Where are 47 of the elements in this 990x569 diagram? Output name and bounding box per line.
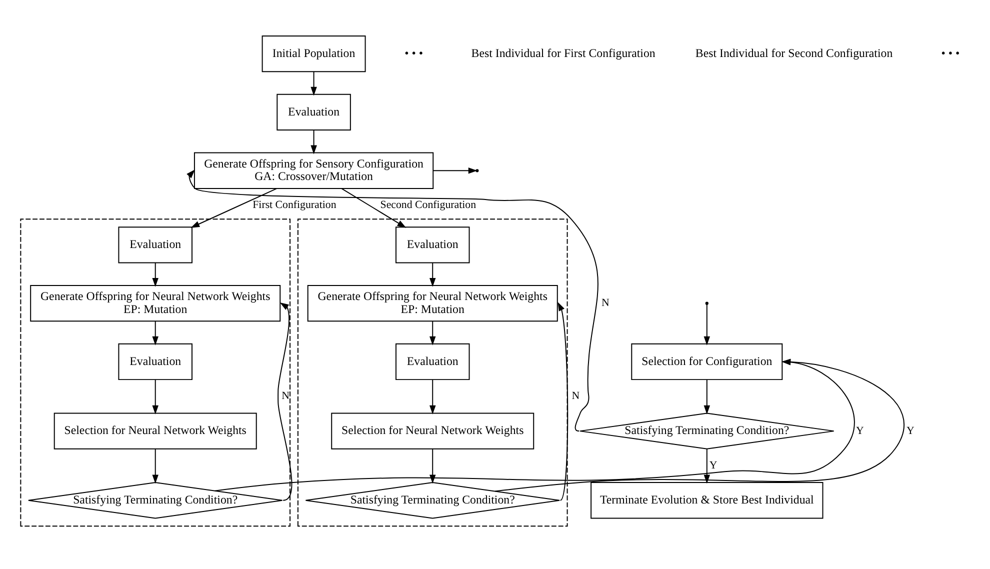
- arrow: [430, 448, 436, 484]
- label: Best Individual for First Configuration: [471, 45, 656, 60]
- arrow: [190, 188, 278, 228]
- arrow: [432, 167, 478, 174]
- arrow: [186, 169, 598, 432]
- arrow: [152, 320, 158, 345]
- edge-label: Second Configuration: [380, 198, 476, 211]
- arrow: [558, 301, 568, 500]
- arrow: [152, 448, 158, 484]
- edge-label: N: [572, 390, 580, 402]
- arrow: [152, 262, 158, 286]
- arrow: [310, 129, 317, 154]
- node-box: Selection for Configuration: [631, 342, 783, 380]
- node-box: Terminate Evolution & Store Best Individual: [590, 482, 824, 518]
- label: • • •: [404, 45, 424, 60]
- arrow: [430, 262, 436, 286]
- node-box: Selection for Neural Network Weights: [54, 412, 257, 449]
- edge-label: First Configuration: [252, 198, 336, 211]
- label: • • •: [941, 45, 960, 60]
- edge-label: N: [601, 296, 610, 309]
- arrow: [341, 188, 406, 228]
- node-box: Generate Offspring for Neural Network Weights EP: Mutation: [30, 284, 281, 322]
- arrow: [430, 320, 436, 345]
- arrow: [704, 448, 710, 484]
- node-diamond: Satisfying Terminating Condition?: [28, 482, 283, 518]
- node-diamond: Satisfying Terminating Condition?: [579, 412, 834, 449]
- arrow: [310, 70, 317, 96]
- edge-label: N: [282, 390, 290, 402]
- arrow: [152, 378, 158, 414]
- arrow: [278, 302, 292, 500]
- edge-label: Y: [906, 424, 914, 436]
- arrow: [430, 378, 436, 414]
- node-box: Generate Offspring for Sensory Configuration GA: Crossover/Mutation: [194, 152, 434, 188]
- arrow: [704, 303, 710, 345]
- edge-label: Y: [856, 424, 864, 436]
- node-diamond: Satisfying Terminating Condition?: [305, 482, 560, 518]
- edge-label: Y: [709, 458, 718, 471]
- node-box: Generate Offspring for Neural Network Weights EP: Mutation: [307, 284, 558, 322]
- node-box: Evaluation: [118, 342, 192, 380]
- node-box: Evaluation: [276, 93, 351, 130]
- node-box: Evaluation: [395, 342, 470, 380]
- node-box: Evaluation: [118, 226, 192, 263]
- node-box: Evaluation: [395, 226, 470, 263]
- label: Best Individual for Second Configuration: [695, 45, 893, 60]
- arrow: [704, 378, 710, 414]
- node-box: Initial Population: [262, 34, 366, 72]
- node-box: Selection for Neural Network Weights: [331, 412, 534, 449]
